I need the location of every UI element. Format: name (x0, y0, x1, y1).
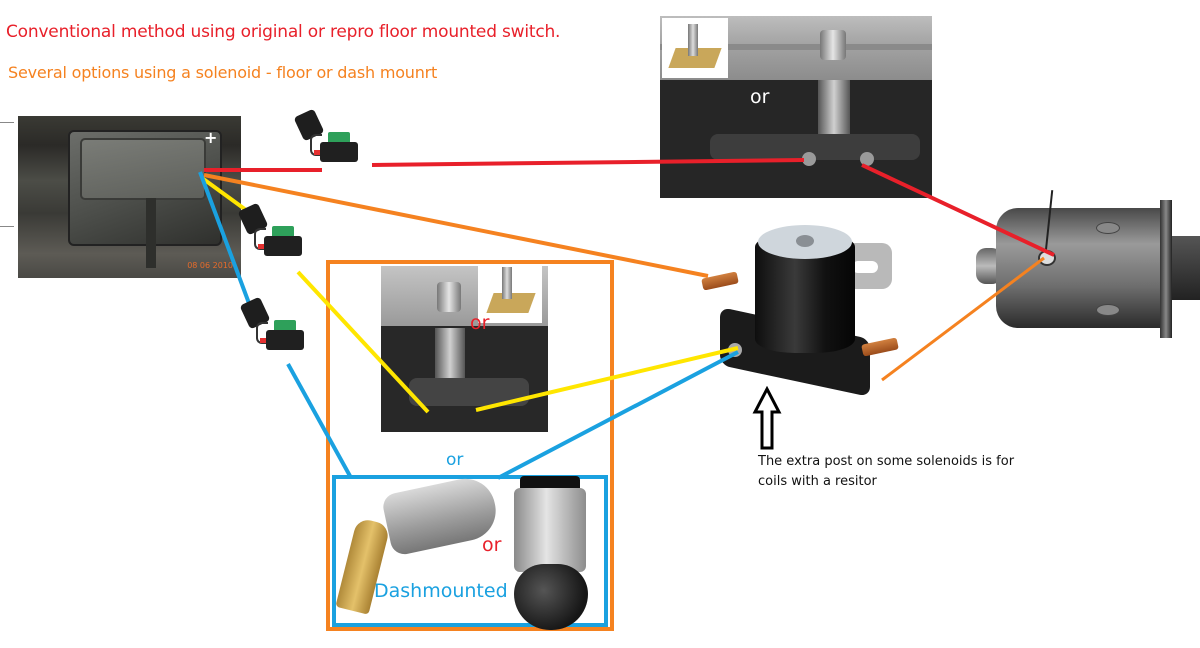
fuse-indicator (314, 150, 320, 155)
starter-motor (976, 190, 1200, 338)
wire-blue-dash-to-solenoid (497, 350, 739, 480)
dash-mounted-frame (332, 475, 608, 627)
solenoid-note: The extra post on some solenoids is for … (758, 452, 1098, 492)
fuse-indicator (258, 244, 264, 249)
fuse-body (320, 142, 358, 162)
dashmounted-label: Dashmounted (374, 580, 508, 602)
title-conventional-method: Conventional method using original or re… (6, 22, 561, 42)
starter-motor-body (996, 208, 1166, 328)
fuse-cap-tether (254, 228, 266, 250)
edge-line (0, 122, 14, 123)
title-solenoid-options: Several options using a solenoid - floor… (8, 63, 438, 82)
battery-positive-terminal-label: + (204, 128, 218, 147)
battery-lid (80, 138, 206, 200)
wire-blue-battery-to-fuse (198, 171, 252, 307)
push-button-starter-switch (514, 488, 586, 572)
wire-yellow-battery-to-fuse (200, 176, 248, 212)
starter-solenoid (700, 213, 900, 403)
repro-switch-stem (688, 24, 698, 56)
repro-switch-inset-mid (478, 265, 542, 323)
housing-screw (1096, 222, 1120, 234)
solenoid-mount-hole (852, 261, 878, 273)
wire-blue-fuse-to-dash (286, 363, 352, 477)
switch-plunger-knob (820, 30, 846, 60)
switch-terminal-left (802, 152, 816, 166)
or-label-dash: or (482, 534, 502, 556)
switch-plunger (435, 328, 465, 384)
fuse-cap-tether (310, 134, 322, 156)
battery-strap (146, 198, 156, 268)
up-arrow-icon (752, 386, 782, 450)
battery-photo: + 08 06 2010 (18, 116, 241, 278)
or-label-between: or (446, 450, 464, 470)
fuse-body (266, 330, 304, 350)
wire-orange-solenoid-to-starter (881, 256, 1045, 382)
switch-plunger (818, 80, 850, 142)
or-label-mid: or (470, 312, 490, 334)
switch-plunger-knob (437, 282, 461, 312)
fuse-holder-yellow-circuit (237, 202, 306, 266)
wire-yellow-switch-to-solenoid (475, 346, 739, 412)
fuse-blade (274, 320, 296, 332)
starter-motor-flange (1160, 200, 1172, 338)
wire-red-switch-to-starter (861, 163, 1055, 257)
or-label-top: or (750, 86, 770, 108)
fuse-holder-blue-circuit (239, 296, 308, 360)
housing-screw (1096, 304, 1120, 316)
push-button-rubber-cap (514, 564, 588, 630)
fuse-blade (328, 132, 350, 144)
fuse-cap-tether (256, 322, 268, 344)
wire-orange-battery-to-solenoid (203, 173, 709, 278)
starter-motor-hub (1172, 236, 1200, 300)
solenoid-options-frame (326, 260, 614, 631)
fuse-body (264, 236, 302, 256)
fuse-holder-red-circuit (293, 108, 362, 172)
switch-terminal-right (860, 152, 874, 166)
note-line-1: The extra post on some solenoids is for (758, 454, 1015, 469)
repro-switch-stem (502, 267, 512, 299)
floor-rail (660, 44, 932, 50)
wire-red-fuse-to-switch (371, 158, 805, 167)
fuse-blade (272, 226, 294, 238)
note-line-2: coils with a resitor (758, 474, 877, 489)
photo-date-stamp: 08 06 2010 (187, 261, 233, 270)
edge-line (0, 226, 14, 227)
solenoid-center-rivet (796, 235, 814, 247)
repro-switch-inset-top (662, 18, 728, 78)
wire-yellow-fuse-to-switch (296, 270, 430, 414)
fuse-indicator (260, 338, 266, 343)
